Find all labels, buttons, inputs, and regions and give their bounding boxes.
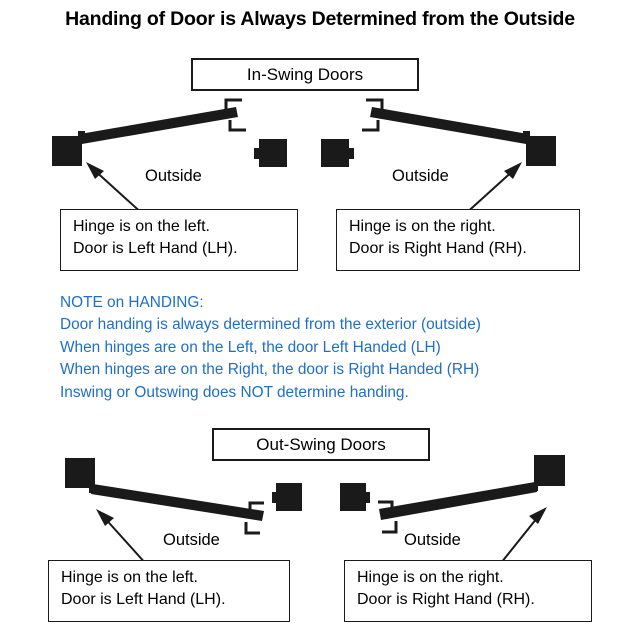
center-jamb-right-block [340, 483, 366, 511]
out-swing-center-jambs [272, 483, 370, 511]
hinge-jamb-block-right [534, 455, 565, 486]
note-heading: NOTE on HANDING: [60, 294, 204, 311]
latch-prong-lower-icon [362, 120, 380, 132]
handing-note: NOTE on HANDING: Door handing is always … [60, 292, 481, 404]
in-swing-center-jambs [254, 139, 354, 167]
hinge-jamb-block-left [52, 136, 82, 166]
center-jamb-left-block [276, 483, 302, 511]
out-swing-right-door [378, 455, 565, 569]
callout-in-swing-right: Hinge is on the right. Door is Right Han… [336, 209, 580, 271]
in-swing-left-door [52, 98, 246, 217]
callout-line-1: Hinge is on the right. [349, 218, 496, 235]
door-slab-left [80, 107, 238, 144]
callout-line-2: Door is Right Hand (RH). [349, 240, 527, 258]
note-line-1: Door handing is always determined from t… [60, 316, 481, 334]
section-heading-out-swing: Out-Swing Doors [212, 428, 430, 461]
section-heading-in-swing-label: In-Swing Doors [246, 64, 364, 84]
center-jamb-right-notch [348, 148, 354, 159]
arrowhead-icon [529, 507, 547, 524]
latch-prong-upper-icon [378, 500, 394, 512]
latch-prong-lower-icon [244, 522, 260, 535]
hinge-pin-icon [78, 131, 85, 139]
callout-out-swing-right: Hinge is on the right. Door is Right Han… [344, 560, 592, 622]
hinge-pin-icon [523, 131, 530, 139]
callout-out-swing-left: Hinge is on the left. Door is Left Hand … [48, 560, 290, 622]
callout-line-1: Hinge is on the left. [73, 218, 210, 235]
center-jamb-right-block [321, 139, 349, 167]
door-slab-right [379, 482, 537, 520]
callout-line-2: Door is Left Hand (LH). [73, 240, 238, 258]
latch-prong-upper-icon [248, 501, 264, 513]
page-title: Handing of Door is Always Determined fro… [65, 8, 575, 30]
note-line-2: When hinges are on the Left, the door Le… [60, 338, 441, 356]
latch-prong-lower-icon [382, 521, 398, 534]
hinge-pin-icon [531, 483, 538, 491]
door-slab-left [91, 484, 264, 521]
arrowhead-icon [86, 162, 104, 179]
callout-line-2: Door is Right Hand (RH). [357, 591, 535, 609]
arrowhead-icon [504, 162, 522, 179]
hinge-jamb-block-left [65, 458, 95, 488]
outside-label-in-swing-left: Outside [145, 167, 202, 185]
center-jamb-left-notch [254, 148, 260, 159]
outside-label-in-swing-right: Outside [392, 167, 449, 185]
center-jamb-left-block [259, 139, 287, 167]
center-jamb-left-notch [272, 492, 277, 503]
latch-prong-upper-icon [366, 98, 384, 110]
arrowhead-icon [96, 509, 114, 526]
note-line-4: Inswing or Outswing does NOT determine h… [60, 383, 409, 401]
callout-line-1: Hinge is on the right. [357, 569, 504, 586]
callout-line-1: Hinge is on the left. [61, 569, 198, 586]
latch-prong-upper-icon [224, 98, 242, 110]
outside-label-out-swing-right: Outside [404, 531, 461, 549]
callout-leader-line [101, 514, 148, 566]
latch-prong-lower-icon [228, 120, 246, 132]
callout-line-2: Door is Left Hand (LH). [61, 591, 226, 609]
section-heading-in-swing: In-Swing Doors [191, 58, 419, 91]
outside-label-out-swing-left: Outside [163, 531, 220, 549]
note-line-3: When hinges are on the Right, the door i… [60, 361, 480, 379]
callout-in-swing-left: Hinge is on the left. Door is Left Hand … [60, 209, 298, 271]
hinge-jamb-block-right [526, 136, 556, 166]
door-slab-right [370, 107, 528, 144]
hinge-pin-icon [89, 485, 96, 493]
in-swing-right-door [362, 98, 556, 217]
section-heading-out-swing-label: Out-Swing Doors [256, 434, 386, 454]
center-jamb-right-notch [365, 492, 370, 503]
